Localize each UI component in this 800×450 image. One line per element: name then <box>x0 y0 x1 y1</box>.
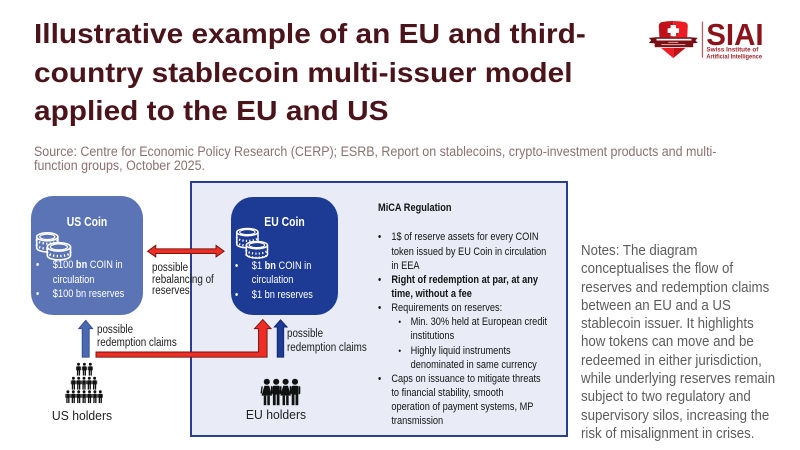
svg-text:SIAI: SIAI <box>706 18 763 52</box>
svg-text:Swiss Institute of: Swiss Institute of <box>706 47 759 54</box>
svg-text:Artificial Intelligence: Artificial Intelligence <box>706 53 762 60</box>
